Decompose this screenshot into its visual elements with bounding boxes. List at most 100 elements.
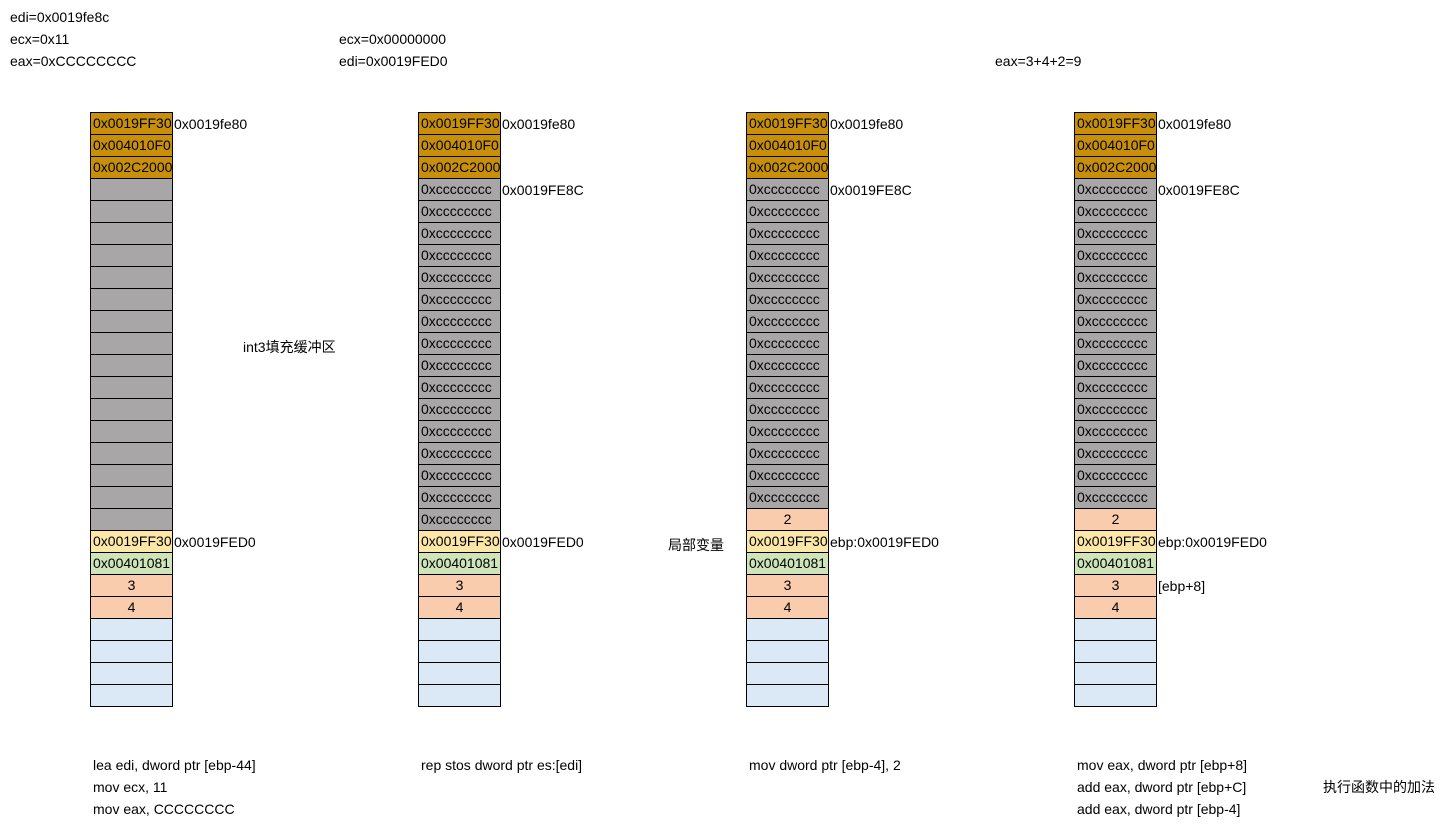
asm-instruction: mov eax, CCCCCCCC: [93, 801, 235, 817]
note-eax-result: eax=3+4+2=9: [995, 53, 1082, 69]
stack-cell: 0xcccccccc: [1075, 289, 1156, 311]
stack-cell: 0x002C2000: [1075, 157, 1156, 179]
stack-cell: 0x0019FF30: [1075, 113, 1156, 135]
stack-cell: 0xcccccccc: [1075, 333, 1156, 355]
stack-cell: 0xcccccccc: [419, 421, 500, 443]
stack-cell: [91, 509, 172, 531]
stack-cell: [91, 619, 172, 641]
asm-instruction: mov eax, dword ptr [ebp+8]: [1077, 757, 1248, 773]
asm-instruction: add eax, dword ptr [ebp-4]: [1077, 801, 1241, 817]
stack-cell: 0xcccccccc: [1075, 465, 1156, 487]
stack-cell: [91, 333, 172, 355]
stack-cell: [91, 223, 172, 245]
stack-cell: [91, 179, 172, 201]
stack-cell: 0x004010F0: [1075, 135, 1156, 157]
stack-cell: 0xcccccccc: [747, 399, 828, 421]
stack-cell: 0xcccccccc: [1075, 443, 1156, 465]
int3-fill-annotation: int3填充缓冲区: [243, 339, 336, 355]
stack-cell: 4: [419, 597, 500, 619]
stack-cell: 3: [419, 575, 500, 597]
stack-cell: [91, 267, 172, 289]
stack-cell: 0xcccccccc: [1075, 377, 1156, 399]
local-variable-annotation: 局部变量: [668, 537, 724, 553]
stack-cell: [91, 377, 172, 399]
stack-cell: 0x00401081: [91, 553, 172, 575]
stack-cell: [1075, 619, 1156, 641]
stack-cell: 0xcccccccc: [1075, 223, 1156, 245]
stack-cell: 0xcccccccc: [419, 465, 500, 487]
stack-cell: [1075, 641, 1156, 663]
stack-cell: 0xcccccccc: [419, 487, 500, 509]
stack-cell: 0x0019FF30: [747, 531, 828, 553]
stack-cell: 0xcccccccc: [1075, 311, 1156, 333]
stack-cell: [91, 421, 172, 443]
stack-cell: [419, 685, 500, 707]
stack-cell: [91, 245, 172, 267]
stack-cell: [91, 399, 172, 421]
stack-cell: 0xcccccccc: [1075, 487, 1156, 509]
stack-cell: 0xcccccccc: [419, 223, 500, 245]
stack-cell: 0x00401081: [1075, 553, 1156, 575]
stack-cell: 0xcccccccc: [747, 465, 828, 487]
stack-address-label: ebp:0x0019FED0: [1158, 534, 1267, 550]
note-edi-initial: edi=0x0019fe8c: [10, 9, 110, 25]
stack-cell: 0xcccccccc: [1075, 245, 1156, 267]
stack-cell: 0xcccccccc: [747, 333, 828, 355]
asm-instruction: add eax, dword ptr [ebp+C]: [1077, 779, 1247, 795]
stack-address-label: ebp:0x0019FED0: [830, 534, 939, 550]
stack-address-label: 0x0019fe80: [502, 116, 576, 132]
stack-cell: 0xcccccccc: [1075, 355, 1156, 377]
stack-cell: 0x0019FF30: [747, 113, 828, 135]
stack-cell: [1075, 663, 1156, 685]
stack-cell: [91, 443, 172, 465]
stack-cell: 4: [1075, 597, 1156, 619]
stack-address-label: 0x0019FED0: [174, 534, 256, 550]
stack-cell: 0x004010F0: [91, 135, 172, 157]
stack-cell: [91, 465, 172, 487]
note-edi-after-rep: edi=0x0019FED0: [339, 53, 448, 69]
stack-cell: 0xcccccccc: [419, 399, 500, 421]
stack-cell: 0x004010F0: [419, 135, 500, 157]
stack-cell: [91, 487, 172, 509]
stack-cell: [91, 685, 172, 707]
stack-cell: [747, 619, 828, 641]
stack-cell: [1075, 685, 1156, 707]
stack-cell: 0xcccccccc: [747, 289, 828, 311]
stack-address-label: [ebp+8]: [1158, 578, 1206, 594]
stack-cell: 0xcccccccc: [1075, 201, 1156, 223]
stack-cell: 0xcccccccc: [419, 179, 500, 201]
stack-cell: [747, 663, 828, 685]
stack-cell: 4: [747, 597, 828, 619]
stack-cell: 0x0019FF30: [1075, 531, 1156, 553]
stack-cell: [91, 201, 172, 223]
stack-cell: 0x002C2000: [419, 157, 500, 179]
note-ecx-initial: ecx=0x11: [10, 31, 70, 47]
stack-address-label: 0x0019fe80: [830, 116, 904, 132]
stack-cell: 0xcccccccc: [747, 355, 828, 377]
stack-cell: 0x0019FF30: [91, 113, 172, 135]
stack-cell: 0xcccccccc: [419, 289, 500, 311]
stack-cell: 2: [747, 509, 828, 531]
stack-cell: 0xcccccccc: [747, 201, 828, 223]
stack-cell: 0xcccccccc: [419, 443, 500, 465]
exec-add-annotation: 执行函数中的加法: [1323, 779, 1435, 795]
stack-cell: 0xcccccccc: [419, 201, 500, 223]
stack-cell: [91, 355, 172, 377]
stack-cell: 0x0019FF30: [419, 531, 500, 553]
stack-address-label: 0x0019FE8C: [830, 182, 912, 198]
stack-cell: 0x002C2000: [91, 157, 172, 179]
asm-instruction: mov dword ptr [ebp-4], 2: [749, 757, 901, 773]
stack-cell: 0xcccccccc: [747, 223, 828, 245]
stack-cell: 0xcccccccc: [747, 311, 828, 333]
stack-address-label: 0x0019fe80: [1158, 116, 1232, 132]
stack-cell: 0x0019FF30: [419, 113, 500, 135]
stack-cell: [91, 641, 172, 663]
stack-cell: 0xcccccccc: [1075, 399, 1156, 421]
stack-cell: 2: [1075, 509, 1156, 531]
stack-cell: 0x002C2000: [747, 157, 828, 179]
stack-address-label: 0x0019FE8C: [502, 182, 584, 198]
